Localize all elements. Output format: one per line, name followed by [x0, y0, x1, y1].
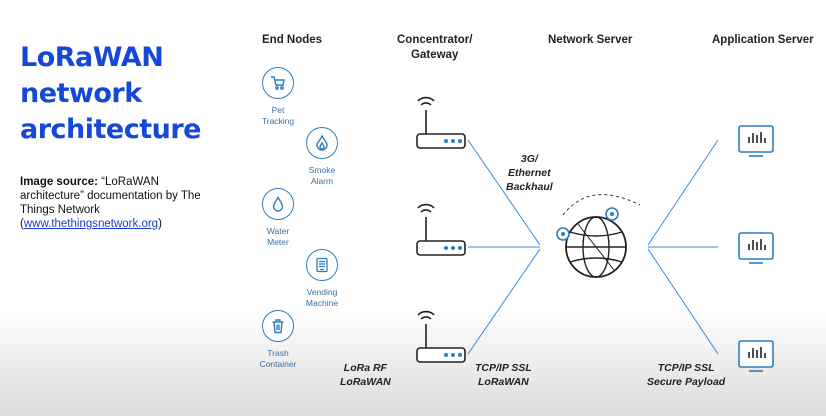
column-header-application-server: Application Server	[712, 34, 814, 46]
image-source-credit: Image source: “LoRaWAN architecture” doc…	[20, 175, 220, 231]
column-header-end-nodes: End Nodes	[262, 34, 323, 46]
connector-lines	[467, 139, 719, 355]
vending-icon	[306, 249, 338, 281]
protocol-label-tcp-lorawan: TCP/IP SSL LoRaWAN	[475, 361, 532, 389]
backhaul-label: 3G/ Ethernet Backhaul	[506, 152, 553, 194]
gateway-icon	[416, 203, 466, 256]
title-line-1: LoRaWAN	[20, 42, 164, 73]
backhaul-line-2: Ethernet	[508, 167, 551, 179]
node-label-line-2: Container	[259, 359, 297, 369]
node-label-line-2: Machine	[305, 298, 339, 308]
protocol-label-secure-payload: TCP/IP SSL Secure Payload	[647, 361, 725, 389]
server-1-link	[647, 139, 719, 246]
protocol-lora-line-2: LoRaWAN	[340, 376, 391, 388]
flame-icon	[306, 127, 338, 159]
location-pin-icon	[556, 227, 570, 241]
source-link[interactable]: www.thethingsnetwork.org	[23, 218, 159, 230]
column-header-concentrator: Concentrator/ Gateway	[397, 33, 472, 63]
trash-icon	[262, 310, 294, 342]
protocol-label-lora: LoRa RF LoRaWAN	[340, 361, 391, 389]
gateway-1-link	[467, 139, 541, 246]
column-header-concentrator-line-2: Gateway	[411, 49, 459, 61]
source-label: Image source:	[20, 176, 98, 188]
location-pin-icon	[605, 207, 619, 221]
server-monitor-icon	[738, 232, 774, 264]
title-line-3: architecture	[20, 114, 202, 145]
cart-icon	[262, 67, 294, 99]
protocol-app-line-1: TCP/IP SSL	[657, 362, 715, 374]
gateway-icon	[416, 310, 466, 363]
server-monitor-icon	[738, 340, 774, 372]
backhaul-line-3: Backhaul	[506, 181, 553, 193]
backhaul-line-1: 3G/	[520, 153, 538, 165]
drop-icon	[262, 188, 294, 220]
protocol-tcp-line-2: LoRaWAN	[478, 376, 529, 388]
page-title: LoRaWAN network architecture	[20, 40, 202, 148]
gateway-icon	[416, 96, 466, 149]
node-label-line-2: Tracking	[261, 116, 295, 126]
server-3-link	[647, 248, 719, 355]
node-label-line-1: Vending	[306, 287, 338, 297]
node-label-line-1: Trash	[267, 348, 289, 358]
protocol-lora-line-1: LoRa RF	[343, 362, 387, 374]
node-label-line-1: Pet	[271, 105, 285, 115]
title-line-2: network	[20, 78, 142, 109]
gateway-3-link	[467, 248, 541, 355]
globe-icon	[556, 194, 641, 278]
column-header-concentrator-line-1: Concentrator/	[397, 34, 473, 46]
node-label-line-1: Water	[266, 226, 290, 236]
source-close: )	[158, 218, 162, 230]
node-label-line-1: Smoke	[308, 165, 336, 175]
column-header-network-server: Network Server	[548, 34, 633, 46]
server-monitor-icon	[738, 125, 774, 157]
node-label-line-2: Alarm	[310, 176, 334, 186]
node-label-line-2: Meter	[267, 237, 289, 247]
protocol-app-line-2: Secure Payload	[647, 376, 726, 388]
source-text: “LoRaWAN architecture” documentation by …	[20, 176, 201, 230]
protocol-tcp-line-1: TCP/IP SSL	[475, 362, 532, 374]
